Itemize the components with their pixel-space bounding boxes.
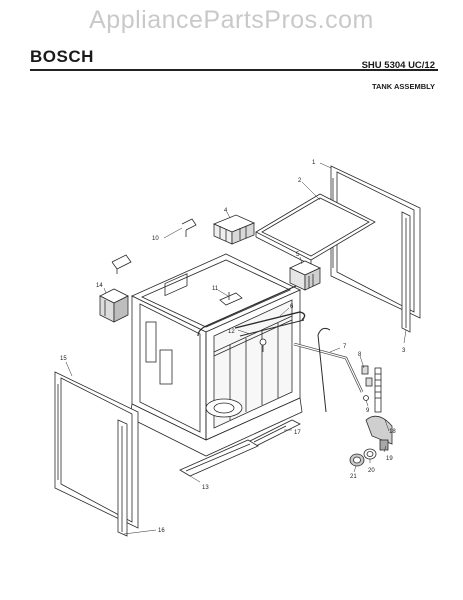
part-4-bracket: [212, 214, 256, 245]
part-20-seal: [363, 448, 377, 460]
callout-17: 17: [294, 430, 301, 436]
part-12-nozzle: [259, 338, 267, 352]
model-number: SHU 5304 UC/12: [361, 60, 435, 71]
callout-8: 8: [358, 352, 362, 358]
callout-10: 10: [152, 236, 159, 242]
part-6-spray-arm: [234, 311, 306, 337]
brand-logo: BOSCH: [30, 47, 94, 66]
leader-lines: [65, 162, 407, 535]
callout-19: 19: [386, 456, 393, 462]
section-title: TANK ASSEMBLY: [371, 82, 435, 91]
part-21-nut: [349, 453, 365, 467]
part-14-clip: [99, 288, 129, 323]
part-13-base-rail: [179, 439, 259, 477]
callout-15: 15: [60, 356, 67, 362]
callout-7: 7: [343, 344, 347, 350]
part-18-hose: [374, 367, 382, 413]
part-8-fitting: [361, 365, 373, 387]
callout-14: 14: [96, 283, 103, 289]
part-10-bracket-set: [111, 218, 197, 274]
callout-3: 3: [402, 348, 406, 354]
part-15-side-panel: [54, 371, 139, 529]
callout-1: 1: [312, 160, 316, 166]
callout-21: 21: [350, 474, 357, 480]
callout-16: 16: [158, 528, 165, 534]
callout-11: 11: [212, 286, 219, 292]
part-16-side-rail: [117, 419, 128, 537]
callout-5: 5: [296, 252, 300, 258]
header-rule: [30, 69, 438, 71]
part-7-supply-pipe: [293, 327, 364, 413]
part-19-valve: [365, 415, 393, 451]
part-2-top-panel: [255, 193, 376, 266]
callout-labels: 1 2 3 4 5 6 7 8 9 10 11 12 13 14 15 16 1…: [60, 160, 406, 534]
callout-18: 18: [389, 429, 396, 435]
callout-13: 13: [202, 485, 209, 491]
callout-6: 6: [290, 304, 294, 310]
part-5-clip: [289, 260, 321, 291]
callout-9: 9: [366, 408, 370, 414]
part-3-side-rail: [401, 211, 411, 333]
callout-12: 12: [228, 329, 235, 335]
callout-20: 20: [368, 468, 375, 474]
callout-2: 2: [298, 178, 302, 184]
part-9-clip: [363, 395, 369, 401]
part-11-bracket: [219, 292, 243, 306]
tank-body: [129, 253, 303, 457]
watermark: AppliancePartsPros.com: [89, 6, 374, 34]
callout-4: 4: [224, 208, 228, 214]
